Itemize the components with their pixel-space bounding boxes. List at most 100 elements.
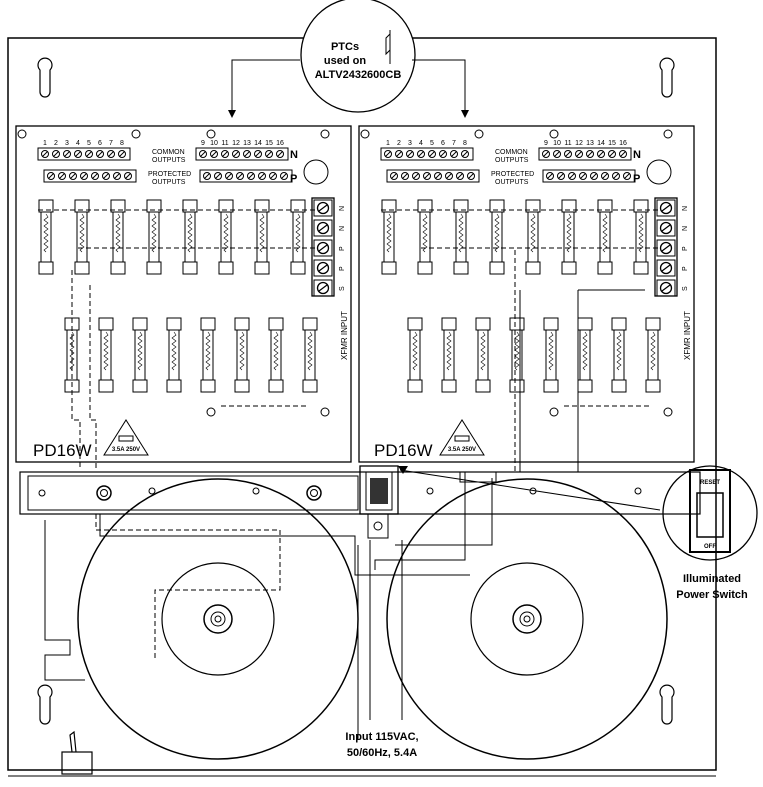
fuse-body [40,211,52,263]
terminal-screw [85,150,93,158]
terminal-screw-slot [114,173,120,179]
fuse-element [412,331,418,371]
terminal-screw-slot [119,151,125,157]
fuse-element [480,331,486,371]
xfmr-terminal-screw [659,241,673,255]
board-right-protected-label: PROTECTED [491,171,534,178]
terminal-screw [623,172,631,180]
terminal-screw [575,150,583,158]
terminal-screw [546,172,554,180]
keyhole-bottom-left [37,684,53,725]
fuse-element [548,331,554,371]
terminal-screw [401,172,409,180]
terminal-screw-slot [424,173,430,179]
fuse-element [239,331,245,371]
terminal-screw [243,150,251,158]
fuse-body [168,329,180,381]
fuse-body [148,211,160,263]
fuse-clip-bottom [489,261,505,275]
terminal-screw [47,172,55,180]
terminal-screw [96,150,104,158]
terminal-screw [225,172,233,180]
terminal-screw-slot [233,151,239,157]
board-left-model: PD16W [33,441,92,460]
terminal-screw [579,172,587,180]
terminal-screw-slot [215,173,221,179]
fuse-element [616,331,622,371]
fuse-clip-bottom [166,379,182,393]
xfmr-terminal-screw [659,281,673,295]
board-left-mount-hole [320,129,330,139]
terminal-screw [269,172,277,180]
xfmr-terminal-slot [318,264,328,272]
xfmr-terminal-screw [659,201,673,215]
terminal-screw-slot [86,151,92,157]
xfmr-terminal-screw [316,281,330,295]
xfmr-terminal-cell [313,239,333,257]
fuse-element [43,213,49,253]
terminal-screw [417,150,425,158]
fuse-body [545,329,557,381]
board-right-p-label: P [633,173,640,185]
board-left-common-label: COMMON [152,149,185,156]
terminal-screw [568,172,576,180]
fuse-clip-bottom [525,261,541,275]
fuse-clip-top [200,317,216,331]
board-right-fuse-rating: 3.5A 250V [448,447,476,453]
terminal-screw-slot [418,151,424,157]
terminal-number: 12 [232,140,240,147]
terminal-number: 8 [463,140,467,147]
terminal-screw-slot [576,151,582,157]
terminal-screw [406,150,414,158]
fuse-clip-bottom [254,261,270,275]
fuse-clip-bottom [182,261,198,275]
terminal-block [199,169,293,183]
terminal-screw [236,172,244,180]
fuse-element [171,331,177,371]
xfmr-terminal-letter: N [339,206,346,211]
terminal-screw [258,172,266,180]
fuse-element [295,213,301,253]
terminal-number: 5 [87,140,91,147]
board-right-mount-hole [663,129,673,139]
terminal-screw-slot [277,151,283,157]
terminal-number: 2 [397,140,401,147]
fuse-body [220,211,232,263]
fuse-element [530,213,536,253]
terminal-number: 13 [243,140,251,147]
terminal-number: 9 [201,140,205,147]
terminal-screw [428,150,436,158]
terminal-screw [41,150,49,158]
power-switch-module[interactable] [359,465,661,539]
fuse-clip-bottom [110,261,126,275]
xfmr-terminal-slot [318,284,328,292]
input-callout-line2: 50/60Hz, 5.4A [347,747,417,759]
terminal-number: 4 [419,140,423,147]
fuse-clip-bottom [200,379,216,393]
ptc-callout: PTCs used on ALTV2432600CB [228,0,469,118]
terminal-screw-slot [457,173,463,179]
wiring [44,250,645,740]
terminal-screw-slot [385,151,391,157]
terminal-screw-slot [70,173,76,179]
fuse-clip-bottom [290,261,306,275]
board-left-xfmr-label: XFMR INPUT [340,311,349,360]
terminal-block [538,147,632,161]
terminal-screw-slot [266,151,272,157]
fuse-body [613,329,625,381]
fuse-element [638,213,644,253]
fuse-clip-top [132,317,148,331]
terminal-number: 7 [452,140,456,147]
terminal-screw-slot [554,151,560,157]
terminal-screw-slot [97,151,103,157]
terminal-screw-slot [587,151,593,157]
terminal-number: 11 [564,140,571,147]
board-right-n-label: N [633,149,641,161]
fuse-body [443,329,455,381]
fuse-element [422,213,428,253]
terminal-screw-slot [244,151,250,157]
fuse-clip-top [234,317,250,331]
fuse-element [602,213,608,253]
